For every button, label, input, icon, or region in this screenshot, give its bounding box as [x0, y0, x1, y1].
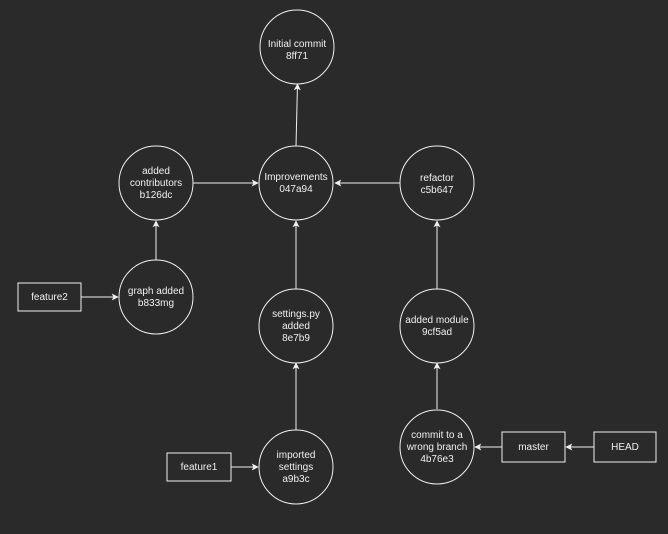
node-label-line: 8e7b9 — [282, 333, 310, 344]
node-label-line: refactor — [420, 173, 455, 184]
ref-box-feature1[interactable]: feature1 — [166, 452, 232, 482]
node-label-line: commit to a — [411, 430, 463, 441]
node-label-line: 9cf5ad — [422, 327, 452, 338]
node-label-line: settings.py — [272, 309, 320, 320]
node-label-line: Improvements — [264, 172, 327, 183]
node-label-line: HEAD — [611, 442, 639, 453]
edge-improvements-to-initial — [293, 83, 301, 147]
ref-box-head[interactable]: HEAD — [593, 431, 657, 463]
edges — [81, 83, 594, 471]
node-label-line: settings — [279, 462, 313, 473]
node-label-line: wrong branch — [406, 442, 468, 453]
node-label-line: Initial commit — [268, 39, 327, 50]
node-label-line: b126dc — [140, 190, 173, 201]
node-label-line: master — [518, 442, 549, 453]
ref-box-feature2[interactable]: feature2 — [17, 282, 82, 312]
node-label-line: imported — [277, 450, 316, 461]
ref-box-master[interactable]: master — [501, 431, 566, 463]
node-label-line: added — [282, 321, 310, 332]
node-label-line: added module — [405, 315, 469, 326]
node-label-line: feature1 — [181, 462, 218, 473]
node-label-line: c5b647 — [421, 185, 454, 196]
node-label-line: b833mg — [138, 298, 174, 309]
node-label: feature1 — [181, 462, 218, 473]
node-label: HEAD — [611, 442, 639, 453]
node-label-line: contributors — [130, 178, 182, 189]
node-label: feature2 — [31, 292, 68, 303]
node-label-line: 4b76e3 — [420, 454, 454, 465]
node-label-line: 8ff71 — [286, 51, 308, 62]
node-label: master — [518, 442, 549, 453]
node-label-line: feature2 — [31, 292, 68, 303]
node-label-line: graph added — [128, 286, 184, 297]
node-label-line: a9b3c — [282, 474, 309, 485]
node-label-line: added — [142, 166, 170, 177]
node-label-line: 047a94 — [279, 184, 313, 195]
